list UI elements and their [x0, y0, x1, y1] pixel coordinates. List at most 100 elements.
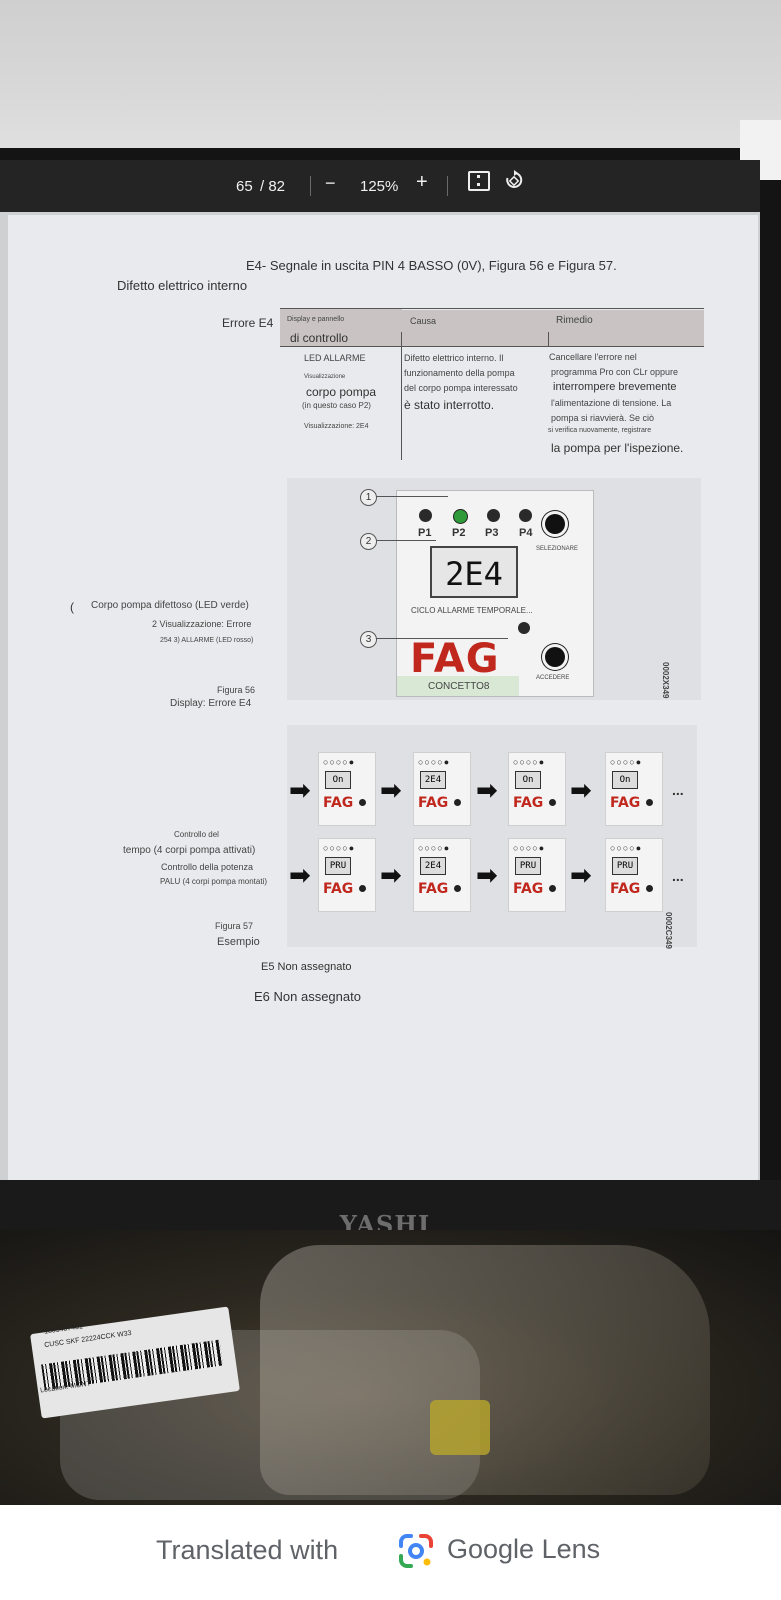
led-p4	[519, 509, 532, 522]
e5-heading: E5 Non assegnato	[261, 961, 352, 973]
arrow-icon: ➡	[570, 775, 592, 805]
arrow-icon: ➡	[380, 775, 402, 805]
mini-knob-icon	[454, 799, 461, 806]
mini-display: On	[515, 771, 541, 789]
toolbar-divider	[310, 176, 311, 196]
table-rule	[280, 308, 704, 309]
mini-knob-icon	[549, 885, 556, 892]
mini-knob-icon	[454, 885, 461, 892]
mini-display: 2E4	[420, 857, 446, 875]
page-current[interactable]: 65	[236, 178, 253, 195]
mini-leds-icon: ○○○○●	[418, 757, 451, 767]
label-p1: P1	[418, 527, 432, 539]
led-p1	[419, 509, 432, 522]
figure-56-caption: Figura 56	[217, 685, 256, 695]
remedy-line: programma Pro con CLr oppure	[551, 367, 679, 377]
mini-knob-icon	[646, 885, 653, 892]
callout-3: 3	[360, 631, 377, 648]
mini-fag-logo: FAG	[610, 795, 641, 811]
mini-display: PRU	[515, 857, 541, 875]
arrow-icon: ➡	[476, 860, 498, 890]
mini-display: On	[612, 771, 638, 789]
table-header-cause-remedy	[402, 310, 704, 346]
led-p2-green	[453, 509, 468, 524]
callout-leader	[376, 540, 436, 541]
mini-knob-icon	[359, 885, 366, 892]
zoom-level: 125%	[360, 178, 399, 195]
table-column-rule	[548, 332, 549, 346]
figure-57-caption: Figura 57	[215, 921, 254, 931]
mini-fag-logo: FAG	[323, 881, 354, 897]
corpo-pompa-text: corpo pompa	[306, 385, 377, 399]
led-alarm-text: LED ALLARME	[304, 353, 366, 363]
mini-knob-icon	[549, 799, 556, 806]
visualizzazione-e4-text: Visualizzazione: 2E4	[304, 423, 369, 430]
mini-knob-icon	[359, 799, 366, 806]
legend-bracket: (	[70, 600, 74, 614]
figure-57-legend: tempo (4 corpi pompa attivati)	[123, 845, 256, 856]
table-header-display	[280, 308, 402, 346]
mini-leds-icon: ○○○○●	[513, 757, 546, 767]
doc-subtitle: Difetto elettrico interno	[117, 278, 248, 293]
fit-page-icon[interactable]	[468, 171, 490, 191]
translated-with-text: Translated with	[156, 1535, 339, 1565]
error-label: Errore E4	[222, 316, 274, 330]
mini-leds-icon: ○○○○●	[418, 843, 451, 853]
col-cause: Causa	[410, 316, 437, 326]
callout-leader	[376, 496, 448, 497]
figure-56-legend: 254 3) ALLARME (LED rosso)	[160, 637, 254, 644]
alarm-led-icon	[518, 622, 530, 634]
figure-57-code: 0002C349	[664, 912, 673, 949]
enter-button-icon	[545, 647, 565, 667]
concetto-band	[397, 676, 519, 696]
table-rule	[280, 346, 704, 347]
ellipsis: ...	[672, 868, 684, 884]
mini-leds-icon: ○○○○●	[610, 757, 643, 767]
label-p3: P3	[485, 527, 499, 539]
figure-56-code: 0002X349	[661, 662, 670, 699]
mini-fag-logo: FAG	[418, 795, 449, 811]
doc-title: E4- Segnale in uscita PIN 4 BASSO (0V), …	[246, 258, 617, 273]
mini-leds-icon: ○○○○●	[323, 757, 356, 767]
monitor-bezel	[0, 1180, 781, 1230]
zoom-out-button[interactable]: −	[325, 173, 336, 193]
rotate-icon[interactable]	[504, 170, 523, 188]
mini-display: PRU	[325, 857, 351, 875]
col-display: di controllo	[290, 331, 349, 345]
callout-leader	[376, 638, 508, 639]
pdf-toolbar	[0, 160, 760, 220]
label-p2: P2	[452, 527, 466, 539]
ellipsis: ...	[672, 782, 684, 798]
mini-fag-logo: FAG	[513, 881, 544, 897]
remedy-line: Cancellare l'errore nel	[549, 352, 637, 362]
callout-1: 1	[360, 489, 377, 506]
mini-knob-icon	[646, 799, 653, 806]
google-lens-icon	[397, 1532, 435, 1570]
in-questo-caso-text: (in questo caso P2)	[302, 401, 371, 410]
e6-heading: E6 Non assegnato	[254, 989, 361, 1004]
accedere-label: ACCEDERE	[536, 675, 570, 681]
remedy-line: si verifica nuovamente, registrare	[548, 427, 652, 434]
arrow-icon: ➡	[570, 860, 592, 890]
cause-line: Difetto elettrico interno. Il	[404, 353, 504, 363]
remedy-line: interrompere brevemente	[553, 381, 677, 393]
mini-display: On	[325, 771, 351, 789]
figure-57-legend: PALU (4 corpi pompa montati)	[160, 877, 268, 886]
mini-panel: ○○○○● On FAG	[605, 752, 663, 826]
google-lens-brand: Google Lens	[447, 1534, 601, 1564]
toolbar-divider	[447, 176, 448, 196]
wall-background	[0, 0, 781, 165]
ciclo-label: CICLO ALLARME TEMPORALE...	[411, 606, 533, 615]
plastic-bag	[260, 1245, 710, 1495]
mini-fag-logo: FAG	[513, 795, 544, 811]
zoom-in-button[interactable]: +	[416, 171, 428, 193]
page-total: / 82	[260, 178, 286, 195]
mini-panel: ○○○○● On FAG	[508, 752, 566, 826]
mini-fag-logo: FAG	[610, 881, 641, 897]
select-button-icon	[545, 514, 565, 534]
arrow-icon: ➡	[289, 775, 311, 805]
mini-panel: ○○○○● PRU FAG	[605, 838, 663, 912]
yellow-part	[430, 1400, 490, 1455]
arrow-icon: ➡	[289, 860, 311, 890]
mini-panel: ○○○○● PRU FAG	[508, 838, 566, 912]
